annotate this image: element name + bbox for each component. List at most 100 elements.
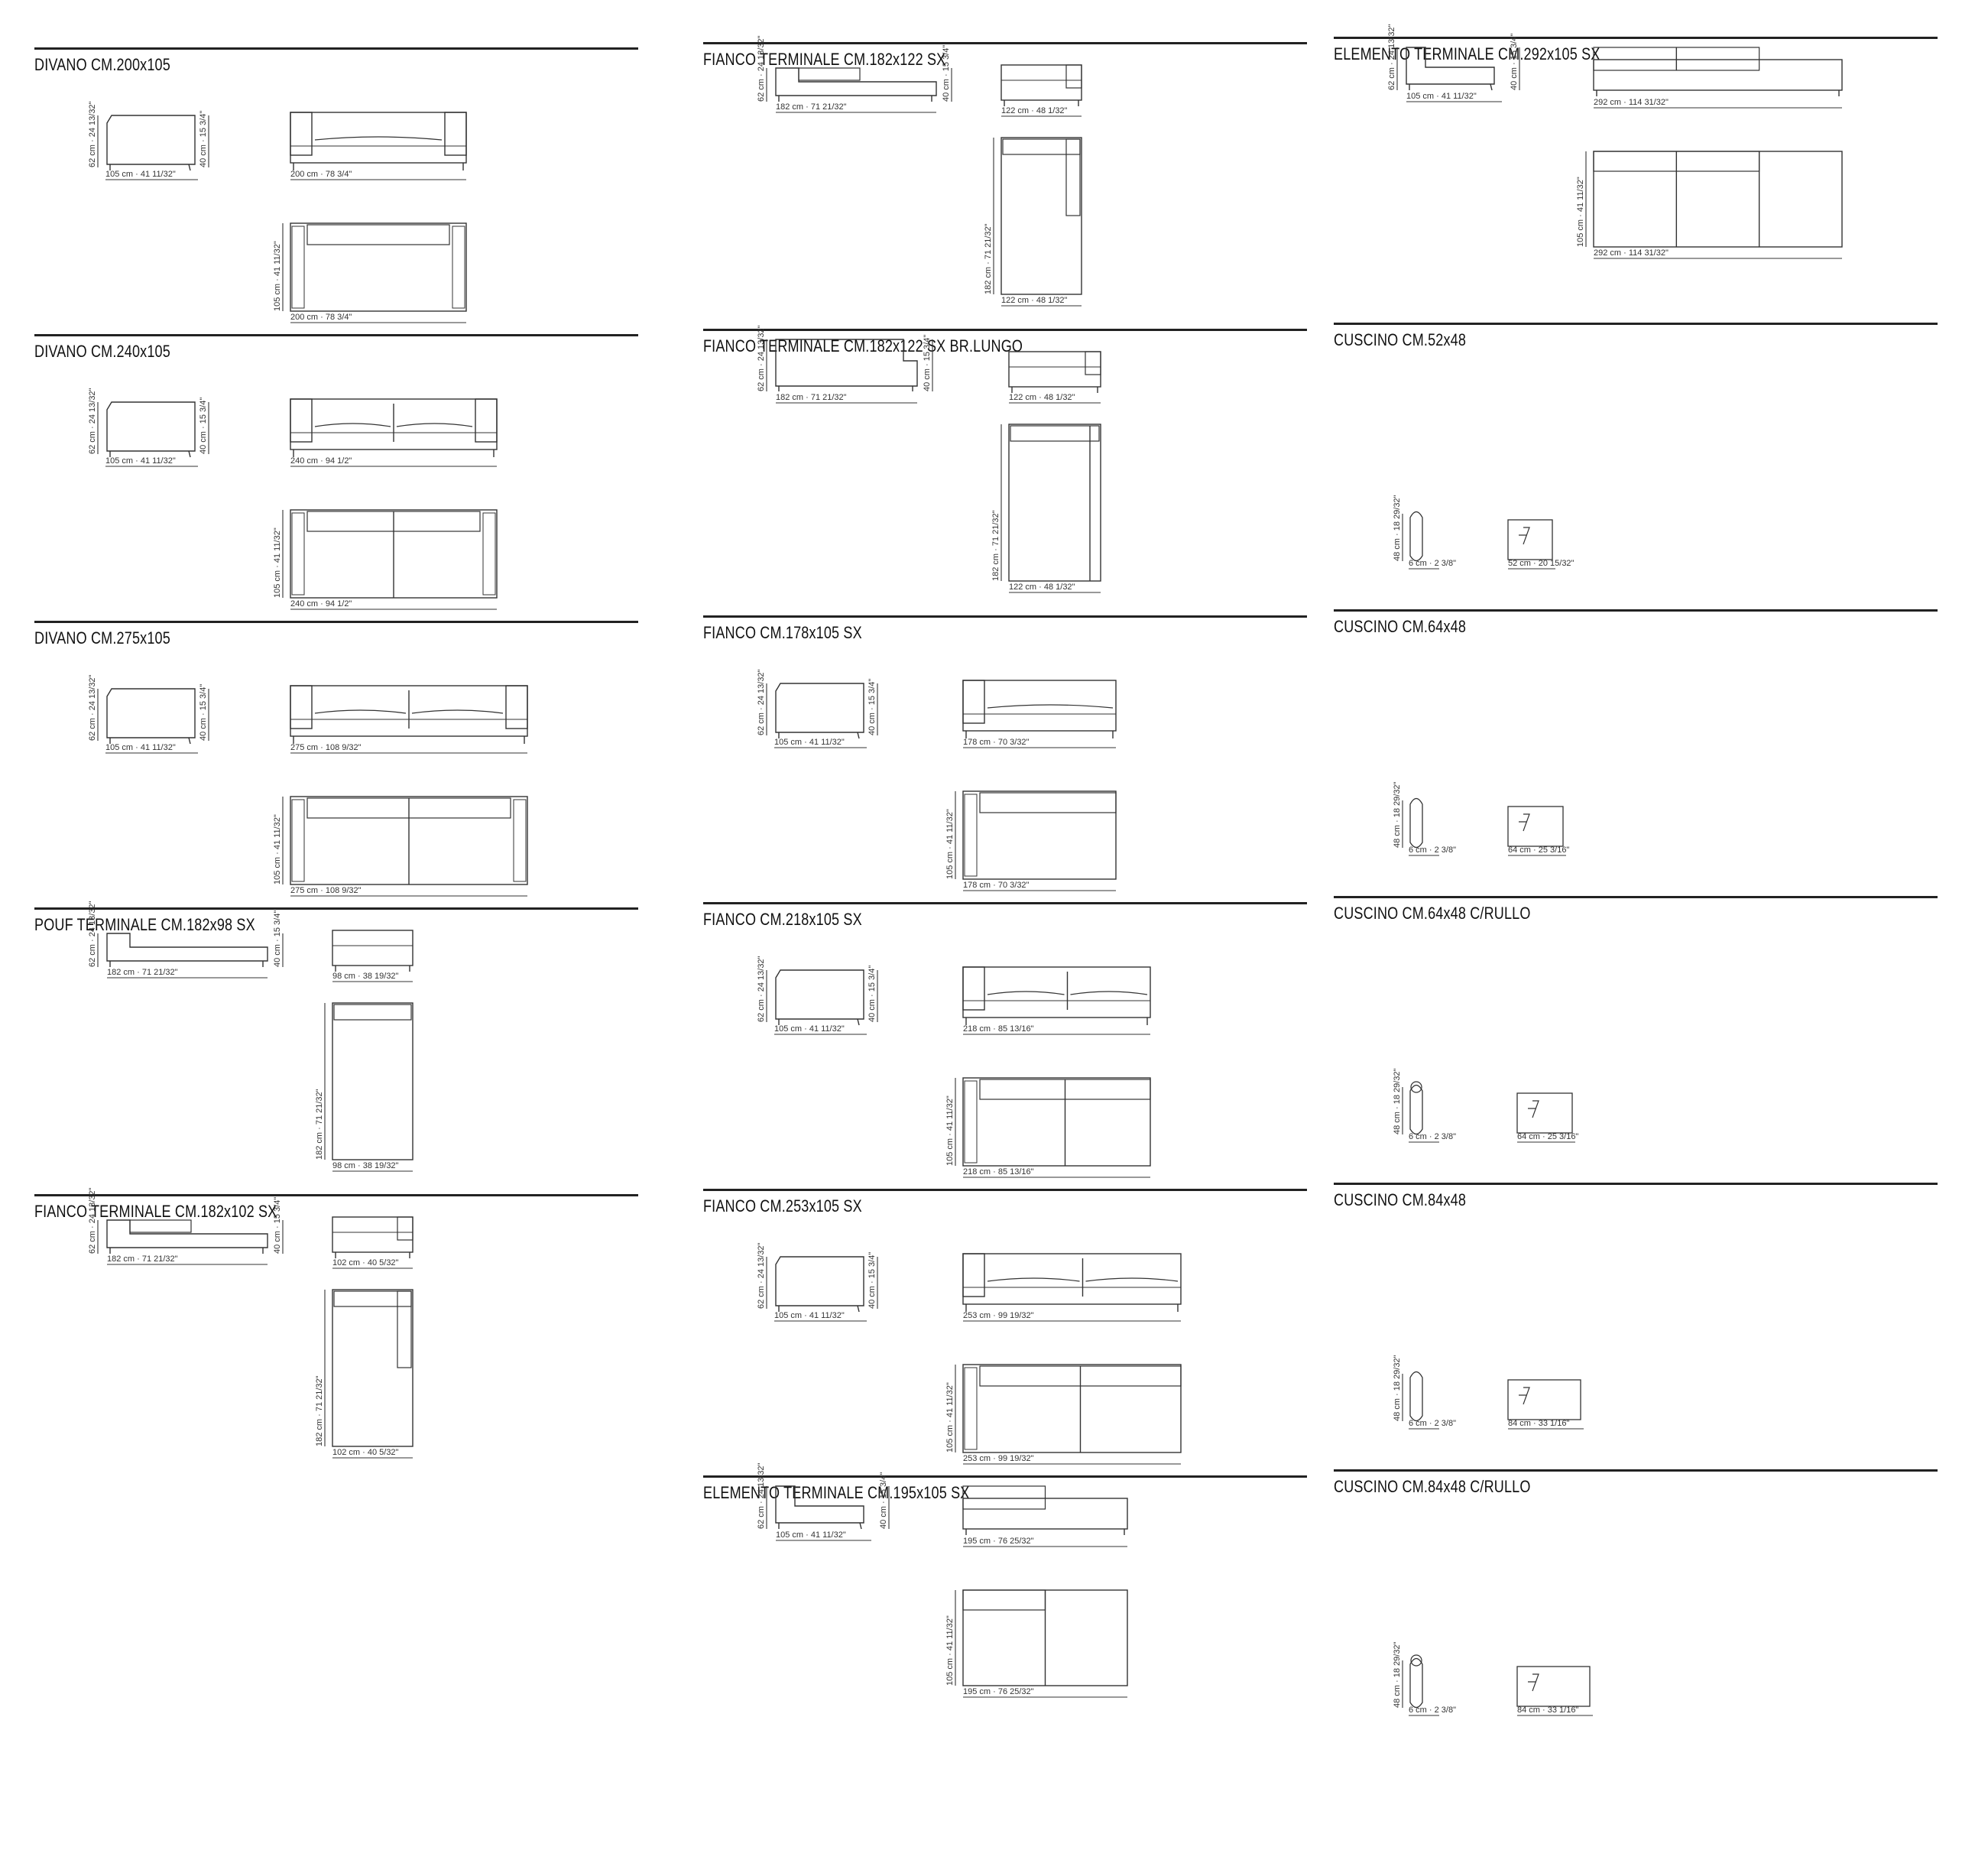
side-view-arm [129, 1219, 192, 1233]
technical-drawing-cuscino-84: 48 cm · 18 29/32"6 cm · 2 3/8"84 cm · 33… [1393, 1355, 1584, 1430]
cushion-thickness-dimension-label: 6 cm · 2 3/8" [1409, 1706, 1456, 1715]
section-divider [703, 42, 1307, 44]
plan-view-arm-left [964, 1080, 978, 1164]
section-title: POUF TERMINALE CM.182x98 SX [34, 915, 255, 934]
section-divider [1334, 37, 1938, 39]
front-view-outline [1000, 64, 1082, 101]
section-title: CUSCINO CM.52x48 [1334, 330, 1467, 349]
plan-width-dimension-label: 178 cm · 70 3/32" [963, 881, 1030, 890]
section-divider [1334, 1469, 1938, 1472]
cushion-thickness-dimension-label: 6 cm · 2 3/8" [1409, 1132, 1456, 1141]
front-width-dimension-label: 253 cm · 99 19/32" [963, 1311, 1034, 1320]
plan-view-arm [1065, 138, 1081, 216]
front-width-dimension-label: 292 cm · 114 31/32" [1594, 98, 1669, 107]
cushion-height-dimension-label: 48 cm · 18 29/32" [1393, 495, 1402, 561]
seat-height-dimension-label: 40 cm · 15 3/4" [868, 679, 877, 735]
back-height-dimension-label: 62 cm · 24 13/32" [757, 1462, 766, 1529]
plan-view-arm-right [513, 799, 527, 882]
cushion-side-view [1409, 1657, 1423, 1709]
plan-width-dimension-label: 275 cm · 108 9/32" [290, 886, 362, 895]
side-view-leg [857, 1305, 860, 1313]
seat-height-dimension-label: 40 cm · 15 3/4" [942, 45, 951, 102]
plan-width-dimension-label: 122 cm · 48 1/32" [1009, 583, 1075, 592]
technical-drawing-cuscino-84-rullo: 48 cm · 18 29/32"6 cm · 2 3/8"84 cm · 33… [1393, 1641, 1593, 1716]
plan-view-outline [1000, 137, 1082, 295]
back-height-dimension-label: 62 cm · 24 13/32" [1387, 24, 1396, 90]
side-view-outline [775, 969, 864, 1020]
side-depth-dimension-label: 105 cm · 41 11/32" [774, 1311, 845, 1320]
technical-drawing-pouf-182: 182 cm · 71 21/32"62 cm · 24 13/32"40 cm… [88, 901, 413, 1172]
side-view-outline [106, 1219, 268, 1248]
side-depth-dimension-label: 182 cm · 71 21/32" [107, 1254, 178, 1264]
plan-width-dimension-label: 240 cm · 94 1/2" [290, 599, 352, 609]
front-view-cushion-line [1085, 1277, 1179, 1282]
side-view-outline [106, 933, 268, 962]
front-view-outline [290, 112, 467, 164]
plan-view-arm-left [291, 512, 305, 596]
section-title: FIANCO CM.178x105 SX [703, 623, 862, 642]
front-view-cushion-line [314, 423, 391, 427]
side-depth-dimension-label: 105 cm · 41 11/32" [1406, 92, 1477, 101]
cushion-thickness-dimension-label: 6 cm · 2 3/8" [1409, 1419, 1456, 1428]
plan-view-outline [332, 1289, 413, 1447]
section-divider [703, 902, 1307, 904]
front-width-dimension-label: 240 cm · 94 1/2" [290, 456, 352, 466]
plan-view-back-cushion [1002, 138, 1081, 155]
side-view-outline [775, 67, 937, 96]
plan-width-dimension-label: 122 cm · 48 1/32" [1001, 296, 1068, 305]
cushion-thickness-dimension-label: 6 cm · 2 3/8" [1409, 559, 1456, 568]
side-view-arm [798, 67, 861, 81]
front-view-arm-right [444, 112, 467, 156]
cushion-side-view [1409, 511, 1423, 562]
side-view-outline [1406, 47, 1495, 85]
cushion-height-dimension-label: 48 cm · 18 29/32" [1393, 1068, 1402, 1134]
cushion-front-view [1507, 806, 1564, 847]
section-divider [703, 1189, 1307, 1191]
front-view-arm [397, 1216, 413, 1241]
seat-height-dimension-label: 40 cm · 15 3/4" [199, 111, 208, 167]
front-view-arm-left [962, 680, 985, 724]
plan-view-outline [962, 790, 1117, 880]
front-view-arm-right [505, 685, 528, 729]
technical-drawing-fianco-253: 105 cm · 41 11/32"62 cm · 24 13/32"40 cm… [757, 1242, 1182, 1465]
front-view-outline [1008, 351, 1101, 388]
cushion-logo-mark [1519, 1387, 1530, 1405]
plan-view-arm-left [964, 794, 978, 877]
technical-drawing-cuscino-64: 48 cm · 18 29/32"6 cm · 2 3/8"64 cm · 25… [1393, 781, 1569, 856]
side-view-outline [775, 1485, 864, 1524]
section-divider [1334, 323, 1938, 325]
front-view-cushion-line [987, 991, 1065, 995]
plan-view-outline [1008, 424, 1101, 582]
plan-view-arm-right [482, 512, 496, 596]
technical-drawing-fianco-182x102: 182 cm · 71 21/32"62 cm · 24 13/32"40 cm… [88, 1187, 413, 1459]
seat-height-dimension-label: 40 cm · 15 3/4" [199, 684, 208, 741]
cushion-width-dimension-label: 84 cm · 33 1/16" [1517, 1706, 1578, 1715]
section-divider [34, 334, 638, 336]
back-height-dimension-label: 62 cm · 24 13/32" [88, 388, 97, 454]
plan-depth-dimension-label: 105 cm · 41 11/32" [945, 1095, 955, 1166]
plan-width-dimension-label: 253 cm · 99 19/32" [963, 1454, 1034, 1463]
front-width-dimension-label: 122 cm · 48 1/32" [1009, 393, 1075, 402]
side-depth-dimension-label: 105 cm · 41 11/32" [774, 738, 845, 747]
plan-view-outline [332, 1002, 413, 1160]
side-view-leg [859, 1522, 862, 1530]
section-divider [703, 615, 1307, 618]
plan-view-arm [397, 1290, 412, 1368]
cushion-front-view [1507, 519, 1553, 560]
front-view-outline [1593, 59, 1843, 91]
back-height-dimension-label: 62 cm · 24 13/32" [757, 1242, 766, 1309]
plan-depth-dimension-label: 182 cm · 71 21/32" [315, 1089, 324, 1160]
technical-drawing-fianco-218: 105 cm · 41 11/32"62 cm · 24 13/32"40 cm… [757, 956, 1151, 1178]
plan-width-dimension-label: 292 cm · 114 31/32" [1594, 248, 1669, 258]
plan-view-outline [1593, 151, 1843, 248]
section-title: DIVANO CM.200x105 [34, 55, 170, 74]
plan-view-arm-right [452, 226, 465, 309]
